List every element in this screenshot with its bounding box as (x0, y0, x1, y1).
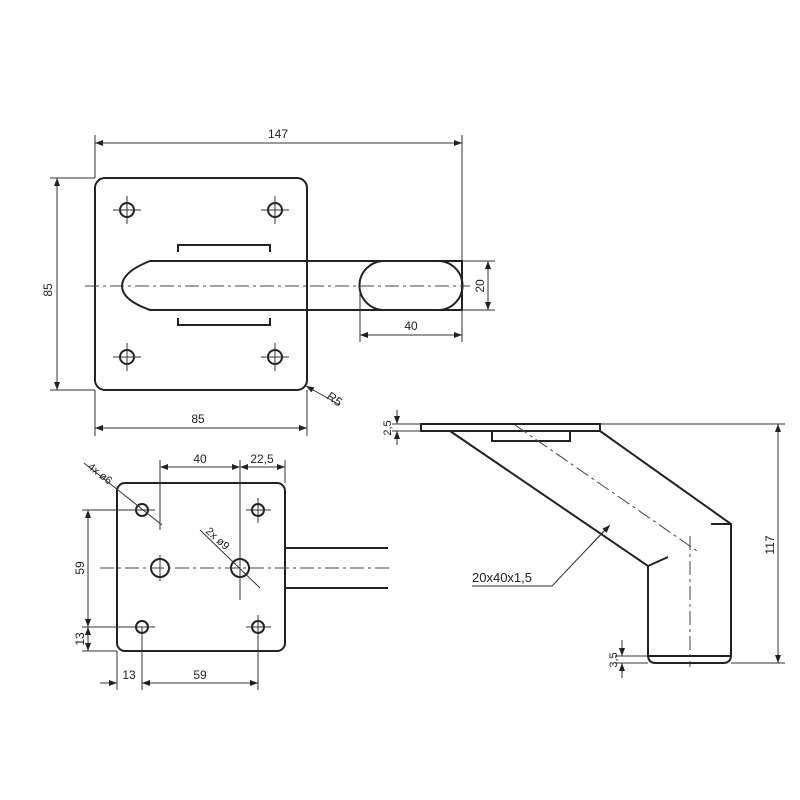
dim-13-vertical: 13 (73, 632, 87, 646)
slot (358, 260, 464, 311)
dim-85-vertical: 85 (41, 283, 55, 297)
plate-holes (113, 196, 289, 371)
dim-3-5: 3,5 (608, 652, 620, 667)
dim-59-horizontal: 59 (193, 668, 207, 682)
arm-outline (120, 260, 463, 311)
plate-outline (116, 482, 286, 652)
dim-40: 40 (404, 319, 418, 333)
side-view: 117 2,5 3,5 20x40x1,5 (382, 410, 785, 678)
dim-117: 117 (763, 535, 777, 554)
tube-profile-label: 20x40x1,5 (472, 570, 532, 585)
label-4x-d6: 4x ø6 (85, 461, 114, 487)
dim-2-5: 2,5 (382, 420, 394, 435)
plate-view: 40 22,5 4x ø6 2x ø9 59 13 13 59 (73, 452, 390, 690)
dim-40-holes: 40 (193, 452, 207, 466)
dim-59-vertical: 59 (73, 561, 87, 575)
top-view: 147 85 85 20 40 R5 (41, 127, 495, 436)
top-plate (420, 423, 601, 432)
dim-13-horizontal: 13 (122, 668, 136, 682)
plate-holes-detail (130, 498, 271, 640)
mounting-plate (94, 177, 308, 391)
leg-profile (449, 430, 732, 664)
label-2x-d9: 2x ø9 (203, 525, 231, 552)
dim-147: 147 (268, 127, 288, 141)
dim-85-horizontal: 85 (191, 412, 205, 426)
dim-22-5: 22,5 (250, 452, 274, 466)
dim-20: 20 (473, 279, 487, 293)
radius-r5: R5 (324, 389, 345, 409)
